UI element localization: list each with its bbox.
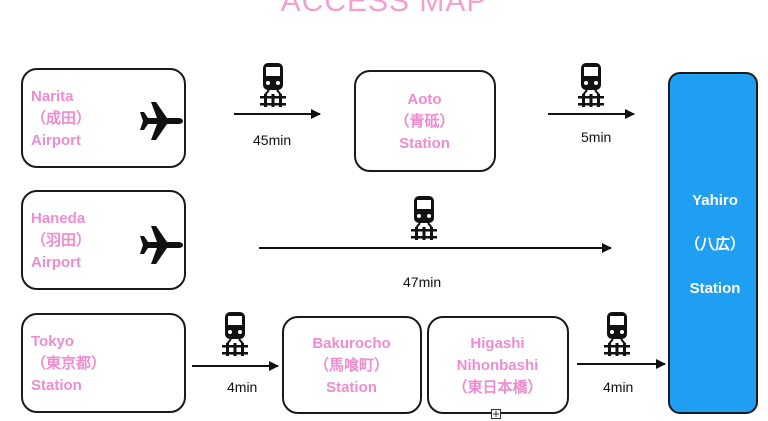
page-title: ACCESS MAP: [280, 0, 488, 18]
duration-nihonbashi-yahiro: 4min: [603, 379, 634, 395]
duration-tokyo-bakurocho: 4min: [227, 379, 258, 395]
duration-narita-aoto: 45min: [253, 132, 292, 148]
arrow-haneda-yahiro: [259, 243, 612, 253]
yahiro-line-1: Yahiro: [692, 192, 738, 209]
tokyo-line-2: （東京都）: [31, 355, 107, 372]
haneda-line-3: Airport: [31, 254, 81, 271]
arrow-tokyo-bakurocho: [192, 361, 279, 371]
higashi-line-3: （東日本橋）: [452, 379, 543, 396]
airplane-icon: [139, 98, 185, 144]
haneda-line-1: Haneda: [31, 210, 86, 227]
train-icon: [260, 63, 286, 107]
tokyo-line-3: Station: [31, 377, 82, 394]
aoto-line-1: Aoto: [407, 91, 442, 108]
bakurocho-line-1: Bakurocho: [312, 335, 391, 352]
aoto-station-label: Aoto （青砥） Station: [356, 89, 493, 155]
higashi-nihonbashi-station-box: Higashi Nihonbashi （東日本橋）: [427, 316, 569, 414]
airplane-icon: [139, 222, 185, 268]
duration-aoto-yahiro: 5min: [581, 129, 612, 145]
train-icon: [578, 63, 604, 107]
bakurocho-station-box: Bakurocho （馬喰町） Station: [282, 316, 422, 414]
train-icon: [222, 312, 248, 356]
aoto-line-2: （青砥）: [394, 113, 455, 130]
expand-icon[interactable]: [491, 409, 501, 419]
arrow-nihonbashi-yahiro: [577, 359, 666, 369]
narita-line-3: Airport: [31, 132, 81, 149]
bakurocho-line-2: （馬喰町）: [313, 357, 389, 374]
narita-line-2: （成田）: [31, 110, 92, 127]
bakurocho-station-label: Bakurocho （馬喰町） Station: [284, 333, 419, 399]
arrow-aoto-yahiro: [548, 109, 635, 119]
yahiro-station-box: Yahiro （八広） Station: [668, 72, 758, 414]
duration-haneda-yahiro: 47min: [403, 274, 442, 290]
train-icon: [411, 196, 437, 240]
train-icon: [604, 312, 630, 356]
yahiro-line-3: Station: [689, 280, 741, 297]
higashi-nihonbashi-station-label: Higashi Nihonbashi （東日本橋）: [429, 333, 566, 399]
tokyo-station-box: Tokyo （東京都） Station: [21, 313, 186, 413]
higashi-line-2: Nihonbashi: [456, 357, 539, 374]
haneda-airport-label: Haneda （羽田） Airport: [31, 208, 91, 274]
tokyo-line-1: Tokyo: [31, 333, 75, 350]
haneda-airport-box: Haneda （羽田） Airport: [21, 190, 186, 290]
narita-line-1: Narita: [31, 88, 74, 105]
narita-airport-box: Narita （成田） Airport: [21, 68, 186, 168]
aoto-line-3: Station: [399, 135, 450, 152]
aoto-station-box: Aoto （青砥） Station: [354, 70, 496, 172]
tokyo-station-label: Tokyo （東京都） Station: [31, 331, 106, 397]
haneda-line-2: （羽田）: [31, 232, 92, 249]
bakurocho-line-3: Station: [326, 379, 377, 396]
arrow-narita-aoto: [234, 109, 321, 119]
narita-airport-label: Narita （成田） Airport: [31, 86, 91, 152]
yahiro-station-label: Yahiro （八広） Station: [670, 190, 760, 322]
yahiro-line-2: （八広）: [684, 236, 745, 253]
higashi-line-1: Higashi: [470, 335, 525, 352]
